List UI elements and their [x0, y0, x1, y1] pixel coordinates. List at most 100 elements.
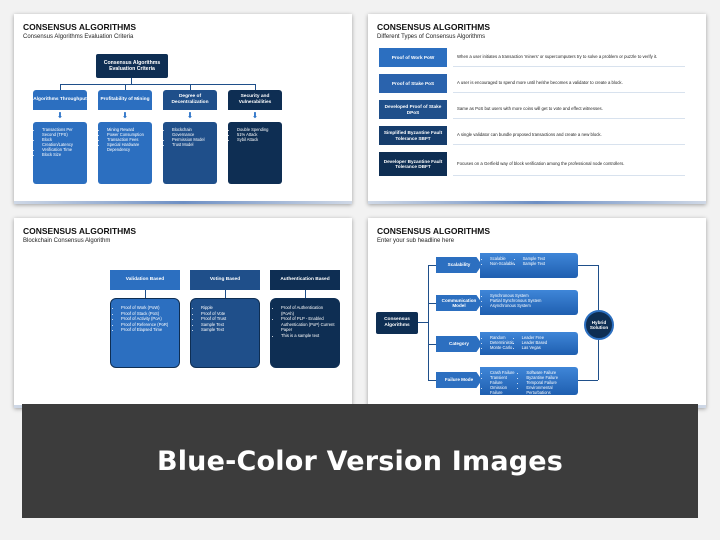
type-label: Simplified Byzantine Fault Tolerance SBF…: [379, 126, 447, 145]
list-item: Asynchronous System: [490, 303, 541, 308]
slide-subtitle: Consensus Algorithms Evaluation Criteria: [23, 34, 134, 40]
connector-line: [418, 322, 428, 323]
column-body: Proof of Work (PoW) Proof of Stack (PoS)…: [110, 298, 180, 368]
list-item: Omission Failure: [490, 385, 518, 395]
column-header-authentication: Authentication Based: [270, 270, 340, 290]
list-item: Sample Text: [523, 261, 545, 266]
type-description: When a user initiates a transaction 'min…: [453, 48, 685, 67]
connector-line: [60, 84, 256, 85]
list-item: Synchronous System: [490, 293, 541, 298]
arrow-down-icon: ⬇: [56, 111, 64, 120]
slide-subtitle: Blockchain Consensus Algorithm: [23, 238, 111, 244]
column-body: Blockchain Governance Permission Model T…: [163, 122, 217, 184]
list-item: Scalable: [490, 256, 515, 261]
list-item: Special Hardware Dependency: [107, 142, 148, 152]
list-item: Blockchain Governance: [172, 127, 213, 137]
column-header-security: Security and Vulnerabilities: [228, 90, 282, 110]
connector-line: [60, 84, 61, 92]
column-body: Transactions Per Second (TPS) Block Crea…: [33, 122, 87, 184]
category-items: Synchronous SystemPartial Synchronous Sy…: [480, 290, 578, 315]
type-description: A single validator can bundle proposed t…: [453, 126, 685, 145]
type-label: Proof of Stake PoS: [379, 74, 447, 93]
column-body: Proof of Authentication (PoAh) Proof of …: [270, 298, 340, 368]
connector-line: [225, 290, 226, 298]
column-body: Double Spending 51% Attack Sybil Attack: [228, 122, 282, 184]
title-banner: Blue-Color Version Images: [22, 404, 698, 518]
list-item: Proof of Reference (PoR): [121, 322, 175, 328]
list-item: Ripple: [201, 305, 255, 311]
slide-title: CONSENSUS ALGORITHMS: [377, 226, 491, 236]
type-description: Focuses on a Gerfield way of block verif…: [453, 152, 685, 176]
list-item: Sybil Attack: [237, 137, 278, 142]
list-item: Proof of PLP - Enabled Authentication (P…: [281, 316, 335, 333]
banner-title: Blue-Color Version Images: [156, 445, 564, 477]
list-item: Proof of Trust: [201, 316, 255, 322]
category-scalability: Scalability: [436, 257, 482, 273]
list-item: Partial Synchronous System: [490, 298, 541, 303]
list-item: Sample Text: [523, 256, 545, 261]
list-item: Power Consumption: [107, 132, 148, 137]
connector-line: [578, 380, 598, 381]
list-item: Proof of Work (PoW): [121, 305, 175, 311]
type-description: A user is encouraged to spend more until…: [453, 74, 685, 93]
column-header-voting: Voting Based: [190, 270, 260, 290]
list-item: Non-Scalable: [490, 261, 515, 266]
slide-thumbnail-hybrid[interactable]: CONSENSUS ALGORITHMS Enter your sub head…: [368, 218, 706, 408]
arrow-down-icon: ⬇: [186, 111, 194, 120]
slide-subtitle: Enter your sub headline here: [377, 238, 455, 244]
slide-title: CONSENSUS ALGORITHMS: [377, 22, 491, 32]
list-item: Proof of Vote: [201, 311, 255, 317]
connector-line: [255, 84, 256, 92]
type-label: Proof of Work PoW: [379, 48, 447, 67]
slide-thumbnail-evaluation-criteria[interactable]: CONSENSUS ALGORITHMS Consensus Algorithm…: [14, 14, 352, 204]
category-items: Crash FailureTransient FailureOmission F…: [480, 367, 578, 405]
slide-title: CONSENSUS ALGORITHMS: [23, 226, 137, 236]
category-items: ScalableNon-Scalable Sample TextSample T…: [480, 253, 578, 278]
arrow-down-icon: ⬇: [121, 111, 129, 120]
list-item: 51% Attack: [237, 132, 278, 137]
connector-line: [305, 290, 306, 298]
list-item: Random: [490, 335, 514, 340]
list-item: Monte Carlo: [490, 345, 514, 350]
list-item: Permission Model: [172, 137, 213, 142]
category-category: Category: [436, 336, 482, 352]
column-body: Ripple Proof of Vote Proof of Trust Samp…: [190, 298, 260, 368]
list-item: Temporal Failure: [526, 380, 574, 385]
column-header-throughput: Algorithms Throughput: [33, 90, 87, 110]
connector-line: [598, 340, 599, 380]
connector-line: [428, 265, 429, 380]
slide-footer-bar: [368, 201, 706, 204]
category-communication-model: Communication Model: [436, 295, 482, 311]
slide-thumbnail-types[interactable]: CONSENSUS ALGORITHMS Different Types of …: [368, 14, 706, 204]
slide-footer-bar: [14, 201, 352, 204]
connector-line: [578, 265, 598, 266]
type-label: Developer Byzantine Fault Tolerance DBFT: [379, 152, 447, 176]
arrow-down-icon: ⬇: [251, 111, 259, 120]
top-box: Consensus Algorithms Evaluation Criteria: [96, 54, 168, 78]
slide-thumbnail-blockchain-consensus[interactable]: CONSENSUS ALGORITHMS Blockchain Consensu…: [14, 218, 352, 408]
list-item: Las Vegas: [522, 345, 548, 350]
list-item: Software Failure: [526, 370, 574, 375]
list-item: Byzantine Failure: [526, 375, 574, 380]
list-item: Double Spending: [237, 127, 278, 132]
list-item: This is a sample text: [281, 333, 335, 339]
list-item: Verification Time: [42, 147, 83, 152]
list-item: Deterministic: [490, 340, 514, 345]
type-label: Developed Proof of Stake DPoS: [379, 100, 447, 119]
category-failure-mode: Failure Mode: [436, 372, 482, 388]
type-description: Same as PoS but users with more coins wi…: [453, 100, 685, 119]
slide-title: CONSENSUS ALGORITHMS: [23, 22, 137, 32]
list-item: Block Size: [42, 152, 83, 157]
list-item: Proof of Stack (PoS): [121, 311, 175, 317]
connector-line: [125, 84, 126, 92]
list-item: Crash Failure: [490, 370, 518, 375]
connector-line: [428, 380, 436, 381]
list-item: Proof of Authentication (PoAh): [281, 305, 335, 316]
list-item: Leader Free: [522, 335, 548, 340]
list-item: Security Failure: [490, 395, 518, 405]
connector-line: [190, 84, 191, 92]
hybrid-solution-circle: Hybrid Solution: [584, 310, 614, 340]
list-item: Transaction Fees: [107, 137, 148, 142]
connector-line: [131, 78, 132, 84]
list-item: Sample Text: [201, 327, 255, 333]
